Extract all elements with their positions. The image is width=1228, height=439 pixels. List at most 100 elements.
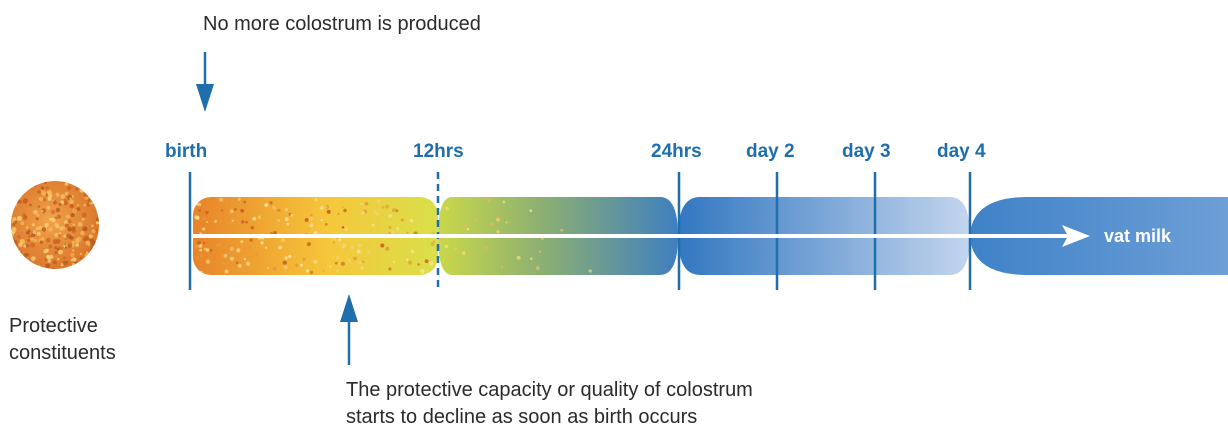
speckle-dot (64, 237, 68, 240)
speckle-dot (17, 235, 21, 239)
speckle-dot (87, 198, 93, 203)
speckle-dot (88, 244, 91, 247)
speckle-dot (215, 215, 218, 218)
speckle-dot (54, 232, 59, 238)
speckle-dot (76, 236, 82, 242)
vat-milk-label: vat milk (1104, 226, 1172, 246)
speckle-dot (246, 218, 250, 222)
speckle-dot (60, 194, 66, 200)
speckle-dot (35, 267, 38, 269)
speckle-dot (79, 256, 83, 260)
speckle-dot (264, 203, 269, 207)
speckle-dot (299, 263, 303, 267)
speckle-dot (388, 225, 392, 229)
speckle-dot (344, 228, 348, 231)
speckle-dot (313, 259, 318, 264)
speckle-dot (40, 209, 44, 213)
speckle-dot (474, 218, 478, 222)
speckle-dot (243, 257, 247, 261)
speckle-dot (11, 246, 16, 251)
speckle-dot (77, 263, 80, 267)
speckle-dot (66, 233, 71, 238)
speckle-dot (82, 226, 88, 232)
speckle-dot (20, 221, 25, 226)
speckle-dot (90, 250, 94, 254)
speckle-dot (206, 248, 210, 252)
speckle-dot (45, 238, 51, 243)
speckle-dot (530, 257, 533, 261)
speckle-dot (13, 202, 18, 207)
speckle-dot (91, 224, 94, 228)
speckle-dot (560, 228, 564, 232)
speckle-dot (72, 257, 77, 262)
speckle-dot (309, 270, 314, 275)
speckle-dot (337, 237, 342, 242)
speckle-dot (82, 237, 88, 242)
speckle-dot (51, 217, 56, 223)
speckle-dot (205, 210, 209, 215)
marker-label-birth: birth (165, 141, 208, 162)
speckle-dot (329, 265, 332, 268)
speckle-dot (214, 220, 217, 223)
speckle-dot (32, 230, 37, 235)
speckle-dot (79, 252, 83, 256)
speckle-dot (322, 269, 325, 272)
speckle-dot (85, 187, 89, 192)
speckle-dot (93, 258, 98, 263)
speckle-dot (85, 240, 90, 245)
speckle-dot (28, 234, 33, 239)
speckle-dot (37, 205, 41, 208)
speckle-dot (341, 205, 344, 209)
speckle-dot (388, 214, 392, 218)
speckle-dot (35, 265, 42, 269)
speckle-dot (255, 252, 259, 257)
speckle-dot (429, 261, 434, 266)
speckle-dot (47, 196, 52, 201)
speckle-dot (21, 189, 25, 194)
speckle-dot (66, 214, 71, 219)
speckle-dot (395, 209, 399, 213)
speckle-dot (50, 209, 56, 215)
speckle-dot (75, 243, 79, 247)
speckle-dot (67, 243, 72, 249)
speckle-dot (249, 238, 253, 242)
speckle-dot (93, 256, 99, 262)
speckle-dot (55, 207, 61, 213)
speckle-dot (237, 264, 242, 268)
speckle-dot (64, 246, 68, 249)
speckle-dot (309, 223, 314, 228)
speckle-dot (194, 244, 199, 249)
annotation-no-more-colostrum: No more colostrum is produced (203, 13, 481, 35)
speckle-dot (361, 260, 365, 264)
speckle-dot (336, 269, 339, 272)
speckle-dot (60, 200, 65, 204)
speckle-dot (447, 255, 450, 258)
speckle-dot (83, 181, 89, 187)
speckle-dot (11, 266, 14, 269)
speckle-dot (11, 260, 13, 264)
speckle-dot (12, 216, 17, 221)
segment-vat-milk (970, 197, 1228, 275)
speckle-dot (320, 206, 324, 210)
speckle-dot (277, 209, 281, 213)
speckle-dot (335, 256, 340, 260)
speckle-dot (203, 241, 206, 245)
speckle-dot (228, 249, 233, 255)
speckle-dot (79, 187, 85, 193)
speckle-dot (269, 201, 273, 205)
speckle-dot (454, 247, 458, 251)
speckle-dot (55, 224, 60, 229)
speckle-dot (23, 244, 27, 248)
speckle-dot (40, 186, 45, 190)
speckle-dot (68, 265, 72, 269)
marker-label-24hrs: 24hrs (651, 141, 702, 162)
speckle-dot (46, 254, 51, 260)
speckle-dot (64, 191, 69, 196)
speckle-dot (284, 217, 289, 222)
speckle-dot (19, 251, 23, 255)
speckle-dot (92, 184, 96, 188)
speckle-dot (91, 255, 97, 260)
speckle-dot (195, 215, 200, 220)
speckle-dot (12, 238, 16, 241)
